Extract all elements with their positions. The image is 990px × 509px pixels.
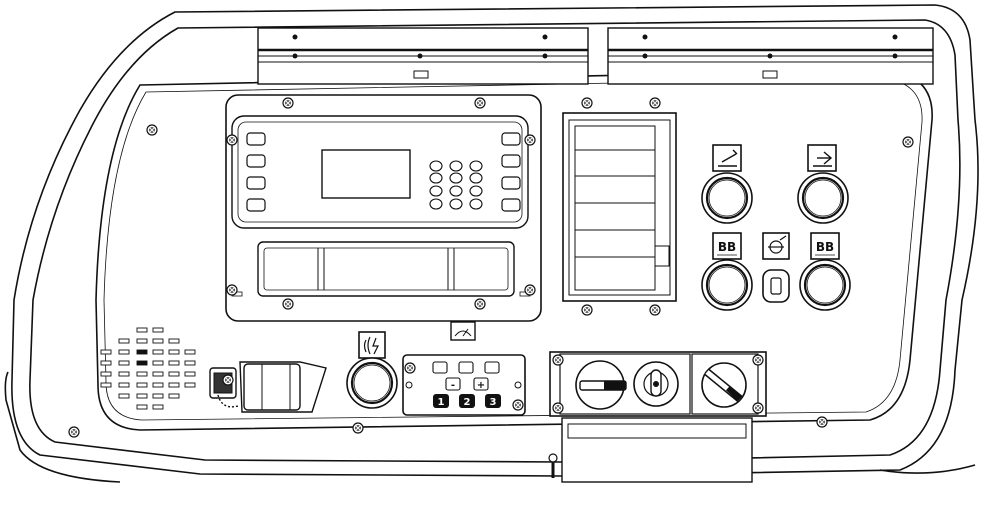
ignition-module[interactable]	[549, 351, 767, 417]
key-minus[interactable]: -	[451, 380, 455, 391]
foot-pedal-icon	[718, 149, 738, 167]
horn-button[interactable]	[345, 331, 399, 410]
bb-left-label: BB	[718, 240, 736, 254]
controller-right-buttons[interactable]	[501, 132, 521, 212]
key-3[interactable]: 3	[490, 397, 497, 408]
controller-left-buttons[interactable]	[246, 132, 266, 212]
foot-pedal-icon	[813, 151, 833, 167]
battery-disconnect-icon	[701, 362, 747, 408]
housing-outline	[4, 4, 979, 483]
hydraulic-motor-icon	[768, 235, 787, 254]
horn-icon	[363, 336, 379, 355]
hinge-rail-right	[607, 27, 934, 85]
key-1[interactable]: 1	[438, 397, 445, 408]
rotary-switch-icon	[575, 360, 627, 410]
pedal-switch-left[interactable]	[700, 144, 754, 225]
hinge-rail-left	[257, 27, 589, 85]
fuse-cover[interactable]	[561, 417, 753, 483]
gauge-icon	[454, 328, 472, 337]
bb-right-label: BB	[816, 240, 834, 254]
speaker-grille	[100, 327, 196, 410]
keypad-module[interactable]: - + 1 2 3	[402, 354, 526, 416]
bb-button-left[interactable]: BB	[700, 232, 754, 312]
door-latch[interactable]	[654, 245, 670, 267]
hydraulic-toggle[interactable]	[762, 232, 790, 303]
key-2[interactable]: 2	[464, 397, 471, 408]
gauge	[450, 321, 476, 341]
bb-button-right[interactable]: BB	[798, 232, 852, 312]
controller-tray	[257, 241, 515, 297]
controller-unit	[225, 94, 542, 322]
pedal-switch-right[interactable]	[796, 144, 850, 225]
ignition-key-icon	[633, 361, 679, 407]
key-plus[interactable]: +	[477, 380, 485, 391]
controller-display	[321, 149, 411, 199]
storage-door[interactable]	[562, 112, 677, 302]
controller-keypad[interactable]	[429, 160, 483, 210]
